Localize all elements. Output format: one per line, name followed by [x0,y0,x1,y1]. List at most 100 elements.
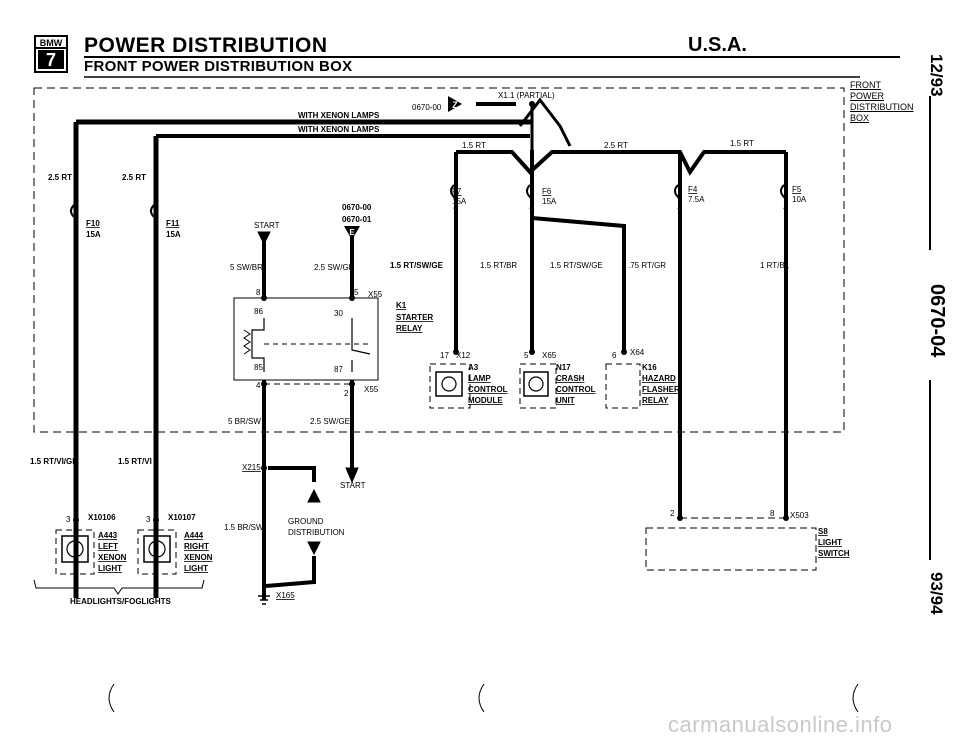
wire-label: 2.5 SW/GE [310,417,350,426]
bmw-logo: BMW 7 [34,35,68,73]
connector-x55: X55 [368,290,383,299]
switch-s8-name: SWITCH [818,549,850,558]
module-a444: A444 [184,531,204,540]
connector-x12: X12 [456,351,471,360]
ref-badge-z: Z [452,100,458,110]
module-a3: A3 [468,363,479,372]
module-n17-name: UNIT [556,396,575,405]
relay-k16: K16 [642,363,657,372]
module-n17: N17 [556,363,571,372]
side-ref-line: BOX [850,113,870,123]
wire-label: 1.5 RT/VI [118,457,152,466]
connector-x55-lower: X55 [364,385,379,394]
pin-label: 5 [524,351,529,360]
pin-label: 4 [256,381,261,390]
connector-x10107: X10107 [168,513,196,522]
side-reference: FRONT POWER DISTRIBUTION BOX [850,80,914,124]
fuse-f6: F6 [542,187,552,196]
fuse-f6-rating: 15A [542,197,557,206]
xenon-note-2: WITH XENON LAMPS [298,125,380,134]
relay-k1-name: RELAY [396,324,423,333]
start-top-label: START [254,221,280,230]
wire-label: 1.5 RT/BR [480,261,517,270]
page-title: POWER DISTRIBUTION [84,34,328,57]
connector-x1-1: X1.1 (PARTIAL) [498,91,555,100]
fuse-f10: F10 [86,219,100,228]
ref-0670-00: 0670-00 [342,203,372,212]
side-ref-line: FRONT [850,80,881,90]
watermark: carmanualsonline.info [668,712,893,737]
wire-label: 1.5 BR/SW [224,523,264,532]
start-bottom-label: START [340,481,366,490]
ground-label: GROUND [288,517,324,526]
fuse-f7: F7 [452,187,462,196]
module-n17-name: CRASH [556,374,585,383]
logo-text: BMW [40,38,63,48]
wire-label: 1.5 RT/SW/GE [550,261,603,270]
region-label: U.S.A. [688,34,747,56]
pin-label: 3 [66,515,71,524]
wire-label: 1.5 RT [730,139,754,148]
pin-label: 17 [440,351,449,360]
pin-label: 8 [770,509,775,518]
pin-label: 8 [256,288,261,297]
logo-series: 7 [46,50,56,70]
ref-badge-e: E [349,228,355,237]
module-a444-name: RIGHT [184,542,209,551]
fuse-f5-rating: 10A [792,195,807,204]
pin-label: 86 [254,307,263,316]
connector-x65: X65 [542,351,557,360]
wire-label: 2.5 RT [48,173,72,182]
module-a3-name: LAMP [468,374,491,383]
connector-x215: X215 [242,463,261,472]
fuse-f4: F4 [688,185,698,194]
relay-k16-name: HAZARD [642,374,676,383]
connector-x64: X64 [630,348,645,357]
module-a3-name: MODULE [468,396,503,405]
wire-label: 2.5 RT [122,173,146,182]
fuse-f5: F5 [792,185,802,194]
ref-0670-00-top: 0670-00 [412,103,442,112]
pin-label: 6 [612,351,617,360]
wire-label: 1.5 RT/VI/GE [30,457,78,466]
wire-label: .75 RT/GR [628,261,666,270]
pin-label: 3 [146,515,151,524]
wire-label: 1 RT/BL [760,261,790,270]
connector-x165: X165 [276,591,295,600]
wire-label: 1.5 RT [462,141,486,150]
relay-k16-name: FLASHER [642,385,680,394]
module-a444-name: LIGHT [184,564,208,573]
fuse-f11-rating: 15A [166,230,181,239]
wire-label: 1.5 RT/SW/GE [390,261,444,270]
relay-k16-name: RELAY [642,396,669,405]
fuse-f11: F11 [166,219,180,228]
pin-label: 2 [344,389,349,398]
page-subtitle: FRONT POWER DISTRIBUTION BOX [84,58,353,75]
module-a443-name: LEFT [98,542,118,551]
wire-label: 2.5 SW/GE [314,263,354,272]
switch-s8-name: LIGHT [818,538,842,547]
headlights-label: HEADLIGHTS/FOGLIGHTS [70,597,172,606]
ref-0670-01: 0670-01 [342,215,372,224]
module-a443-name: LIGHT [98,564,122,573]
pin-label: 30 [334,309,343,318]
pin-label: 2 [670,509,675,518]
wire-label: 5 SW/BR [230,263,263,272]
connector-x10106: X10106 [88,513,116,522]
switch-s8: S8 [818,527,828,536]
module-a443: A443 [98,531,118,540]
wire-label: 5 BR/SW [228,417,261,426]
pin-label: 87 [334,365,343,374]
xenon-note-1: WITH XENON LAMPS [298,111,380,120]
module-a3-name: CONTROL [468,385,508,394]
side-ref-line: DISTRIBUTION [850,102,914,112]
ground-label: DISTRIBUTION [288,528,345,537]
relay-k1-name: STARTER [396,313,433,322]
module-a443-name: XENON [98,553,127,562]
fuse-f10-rating: 15A [86,230,101,239]
module-n17-name: CONTROL [556,385,596,394]
pin-label: 85 [254,363,263,372]
connector-x503: X503 [790,511,809,520]
relay-k1: K1 [396,301,407,310]
